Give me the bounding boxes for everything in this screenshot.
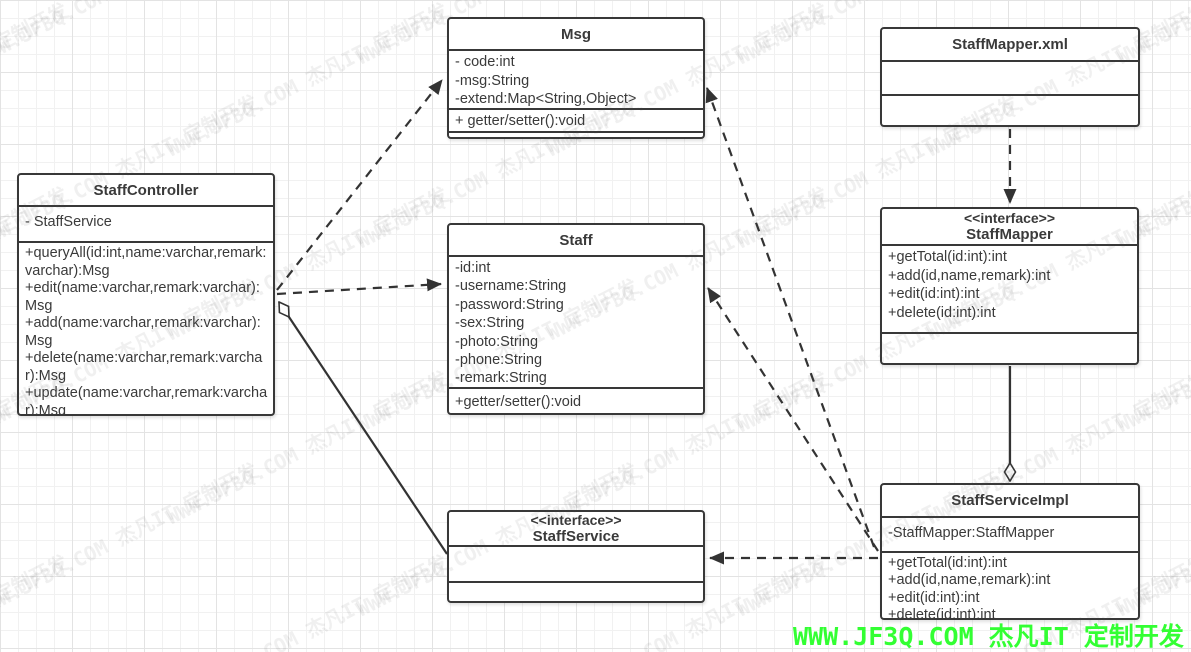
attribute-line: -phone:String — [455, 352, 543, 369]
attribute-line: -extend:Map<String,Object> — [455, 91, 637, 107]
empty-compartment — [882, 60, 1138, 94]
methods-compartment: +getTotal(id:int):int +add(id,name,remar… — [882, 551, 1138, 618]
empty-compartment — [882, 94, 1138, 125]
method-line: +delete(id:int):int — [888, 606, 996, 618]
attributes-compartment: - code:int -msg:String -extend:Map<Strin… — [449, 49, 703, 108]
class-staffmapper-xml: StaffMapper.xml — [880, 27, 1140, 127]
class-name: StaffMapper.xml — [952, 36, 1068, 53]
methods-compartment: +getter/setter():void — [449, 387, 703, 413]
edge-impl-to-staff-dependency — [707, 287, 879, 552]
edge-controller-to-staff-dependency — [276, 278, 442, 296]
stereotype-label: <<interface>> — [963, 209, 1056, 226]
class-msg: Msg - code:int -msg:String -extend:Map<S… — [447, 17, 705, 139]
class-name: StaffController — [93, 181, 199, 199]
operation-line: +edit(id:int):int — [888, 286, 980, 303]
class-staff: Staff -id:int -username:String -password… — [447, 223, 705, 415]
method-line: +getter/setter():void — [455, 394, 582, 410]
class-name: StaffServiceImpl — [951, 492, 1069, 509]
diagonal-watermark: WWW.JF3Q.COM 杰凡IT 定制开发 — [162, 550, 452, 652]
method-line: +queryAll(id:int,name:varchar,remark:var… — [25, 245, 267, 279]
class-title: Msg — [449, 19, 703, 49]
attribute-line: -msg:String — [455, 72, 530, 89]
method-line: +getTotal(id:int):int — [888, 555, 1007, 571]
class-name: StaffMapper — [966, 225, 1053, 243]
class-title: StaffController — [19, 175, 273, 205]
diagonal-watermark: WWW.JF3Q.COM 杰凡IT 定制开发 — [162, 0, 452, 162]
attribute-line: -password:String — [455, 296, 564, 313]
class-title: StaffServiceImpl — [882, 485, 1138, 516]
attribute-line: -photo:String — [455, 333, 539, 350]
attribute-line: -remark:String — [455, 370, 547, 387]
method-line: +delete(name:varchar,remark:varchar):Msg — [25, 350, 263, 384]
class-title: <<interface>> StaffMapper — [882, 209, 1137, 244]
attribute-line: -username:String — [455, 278, 567, 295]
methods-compartment: + getter/setter():void — [449, 108, 703, 131]
class-name: Staff — [559, 231, 593, 249]
class-staffcontroller: StaffController - StaffService +queryAll… — [17, 173, 275, 416]
method-line: +add(name:varchar,remark:varchar):Msg — [25, 315, 261, 349]
operations-compartment: +getTotal(id:int):int +add(id,name,remar… — [882, 244, 1137, 332]
attributes-compartment: -StaffMapper:StaffMapper — [882, 516, 1138, 551]
attribute-line: -id:int — [455, 260, 491, 276]
attribute-line: - StaffService — [25, 214, 112, 230]
method-line: +edit(name:varchar,remark:varchar):Msg — [25, 280, 260, 314]
class-title: StaffMapper.xml — [882, 29, 1138, 60]
empty-compartment — [882, 332, 1137, 363]
interface-staffmapper: <<interface>> StaffMapper +getTotal(id:i… — [880, 207, 1139, 365]
empty-compartment — [449, 581, 703, 601]
operation-line: +getTotal(id:int):int — [888, 249, 1007, 265]
method-line: +update(name:varchar,remark:varchar):Msg — [25, 385, 268, 414]
operation-line: +add(id,name,remark):int — [888, 267, 1051, 284]
class-staffserviceimpl: StaffServiceImpl -StaffMapper:StaffMappe… — [880, 483, 1140, 620]
method-line: +add(id,name,remark):int — [888, 572, 1051, 589]
stereotype-label: <<interface>> — [530, 511, 622, 528]
class-title: Staff — [449, 225, 703, 255]
operation-line: +delete(id:int):int — [888, 304, 996, 321]
attribute-line: -StaffMapper:StaffMapper — [888, 525, 1055, 541]
method-line: + getter/setter():void — [455, 113, 586, 129]
footer-watermark: WWW.JF3Q.COM 杰凡IT 定制开发 — [793, 622, 1184, 651]
diagonal-watermark: WWW.JF3Q.COM 杰凡IT 定制开发 — [0, 0, 72, 162]
empty-compartment — [449, 131, 703, 137]
attributes-compartment: - StaffService — [19, 205, 273, 241]
diagonal-watermark: WWW.JF3Q.COM 杰凡IT 定制开发 — [0, 458, 262, 622]
diagonal-watermark: WWW.JF3Q.COM 杰凡IT 定制开发 — [0, 0, 262, 70]
edge-impl-to-msg-dependency — [705, 87, 876, 548]
attribute-line: -sex:String — [455, 315, 525, 332]
interface-staffservice: <<interface>> StaffService — [447, 510, 705, 603]
attribute-line: - code:int — [455, 54, 515, 70]
class-title: <<interface>> StaffService — [449, 512, 703, 545]
empty-compartment — [449, 545, 703, 581]
attributes-compartment: -id:int -username:String -password:Strin… — [449, 255, 703, 387]
class-name: Msg — [561, 25, 591, 43]
methods-compartment: +queryAll(id:int,name:varchar,remark:var… — [19, 241, 273, 414]
edge-controller-aggregates-staffservice — [278, 302, 448, 555]
method-line: +edit(id:int):int — [888, 589, 980, 606]
diagonal-watermark: WWW.JF3Q.COM 杰凡IT 定制开发 — [0, 550, 72, 652]
edge-controller-to-msg-dependency — [276, 79, 443, 291]
class-name: StaffService — [532, 527, 620, 545]
